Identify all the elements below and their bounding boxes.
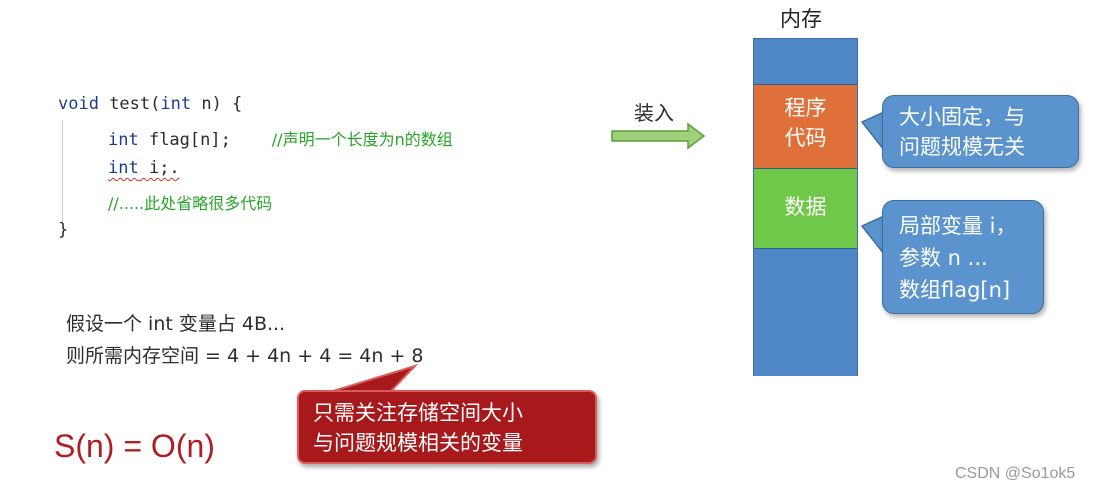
code-line-close-brace: } (58, 220, 69, 240)
code-line-function-signature: void test(int n) { (58, 94, 243, 114)
data-callout-pointer (860, 214, 885, 257)
load-arrow-label: 装入 (634, 101, 674, 125)
code-line-omitted: //.....此处省略很多代码 (108, 190, 272, 214)
code-comment: //.....此处省略很多代码 (108, 194, 273, 213)
program-code-callout: 大小固定，与 问题规模无关 (882, 95, 1079, 168)
space-complexity-formula: S(n) = O(n) (54, 428, 215, 464)
code-comment: //声明一个长度为n的数组 (271, 130, 453, 149)
code-line-flag-array: int flag[n]; //声明一个长度为n的数组 (108, 130, 453, 150)
memory-assumption-text: 假设一个 int 变量占 4B... 则所需内存空间 = 4 + 4n + 4 … (66, 313, 424, 367)
code-indent-guide (62, 120, 63, 224)
memory-segment-top (754, 39, 857, 85)
memory-segment-data: 数据 (754, 169, 857, 249)
load-arrow-icon (611, 122, 706, 150)
spellcheck-underline: int i;. (108, 158, 180, 178)
memory-block: 程序 代码 数据 (753, 38, 858, 376)
focus-variables-callout: 只需关注存储空间大小 与问题规模相关的变量 (297, 390, 597, 464)
memory-segment-bottom (754, 249, 857, 376)
watermark: CSDN @So1ok5 (955, 465, 1076, 482)
keyword-int: int (160, 94, 192, 114)
data-callout: 局部变量 i， 参数 n ... 数组flag[n] (882, 200, 1044, 314)
memory-title: 内存 (780, 7, 822, 31)
code-callout-pointer (860, 110, 885, 153)
keyword-void: void (58, 94, 99, 114)
code-line-int-i: int i;. (108, 158, 180, 178)
red-callout-pointer (329, 363, 419, 393)
memory-segment-program-code: 程序 代码 (754, 85, 857, 169)
